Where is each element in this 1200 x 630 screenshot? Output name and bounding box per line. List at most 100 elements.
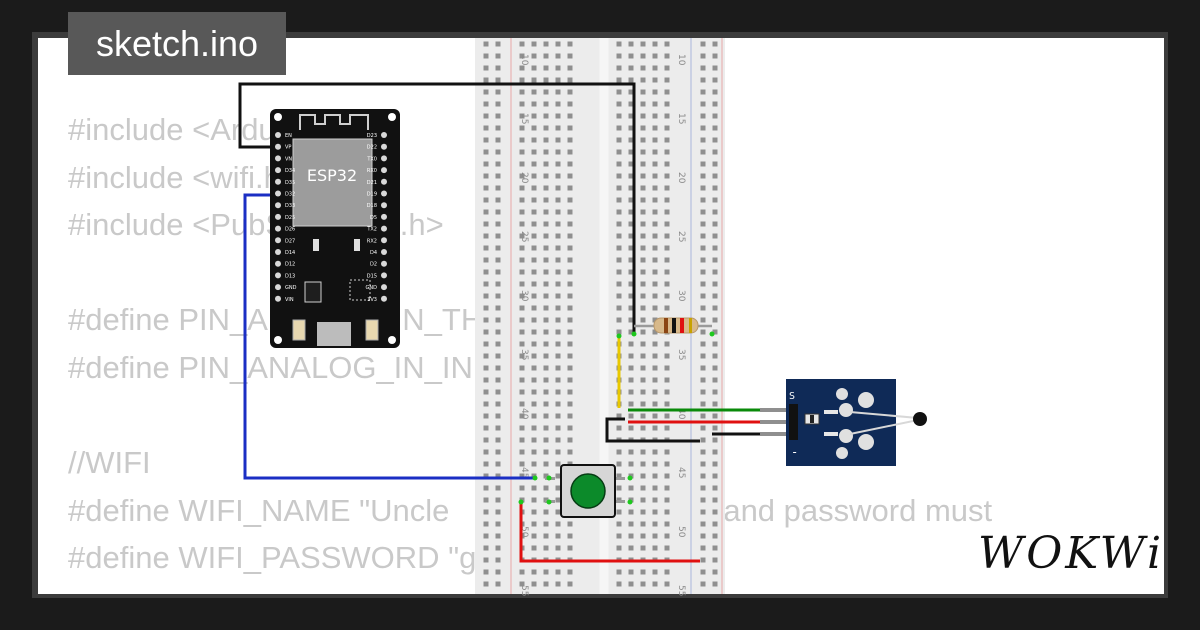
- esp32-pin-label: EN: [285, 133, 292, 139]
- thermistor-bead: [913, 412, 927, 426]
- sensor-mount-hole: [836, 388, 848, 400]
- row-number-right: 10: [676, 54, 686, 66]
- esp32-pin[interactable]: [275, 295, 281, 302]
- esp32-usb-port: [317, 322, 351, 346]
- row-number-left: 15: [519, 113, 529, 124]
- wire-endpoint: [616, 333, 622, 339]
- code-line: #define WIFI_TIMEOUT 100: [68, 582, 992, 594]
- esp32-pin[interactable]: [275, 272, 281, 279]
- esp32-pin-label: D2: [370, 262, 377, 268]
- row-number-left: 30: [519, 290, 529, 302]
- row-number-right: 15: [676, 113, 686, 124]
- esp32-pin[interactable]: [275, 132, 281, 138]
- esp32-pin-label: D13: [285, 273, 295, 279]
- esp32-pin[interactable]: [381, 295, 387, 302]
- esp32-pin[interactable]: [381, 260, 387, 267]
- esp32-pin[interactable]: [275, 213, 281, 220]
- esp32-pin-label: D26: [285, 227, 295, 233]
- resistor-band: [689, 318, 692, 333]
- esp32-board[interactable]: ESP32 ENVPVND34D35D32D33D25D26D27D14D12D…: [270, 109, 400, 348]
- esp32-pin-label: GND: [366, 285, 378, 291]
- temperature-sensor[interactable]: S -: [760, 379, 927, 466]
- wire-blue[interactable]: [243, 193, 535, 480]
- code-line: #define PIN_ANALOG_IN_IN: [68, 349, 473, 385]
- wire-black-gnd[interactable]: [605, 417, 700, 443]
- esp32-pin[interactable]: [381, 132, 387, 138]
- esp32-pin[interactable]: [381, 167, 387, 174]
- esp32-pin[interactable]: [275, 178, 281, 185]
- esp32-pin[interactable]: [381, 284, 387, 291]
- esp32-pin[interactable]: [275, 237, 281, 244]
- esp32-pin[interactable]: [381, 225, 387, 232]
- button-pin-dot: [627, 475, 633, 481]
- esp32-pin[interactable]: [381, 143, 387, 150]
- esp32-antenna: [299, 114, 369, 130]
- esp32-pin[interactable]: [381, 178, 387, 185]
- row-number-right: 40: [676, 408, 686, 420]
- esp32-pin-label: D27: [285, 238, 295, 244]
- row-number-right: 20: [676, 172, 686, 184]
- esp32-pin[interactable]: [381, 190, 387, 197]
- esp32-pin[interactable]: [275, 190, 281, 197]
- esp32-pin[interactable]: [275, 225, 281, 232]
- sensor-pin: [760, 432, 790, 436]
- esp32-pin-label: VP: [285, 145, 291, 151]
- row-number-right: 45: [676, 467, 686, 478]
- wires[interactable]: [238, 82, 760, 563]
- esp32-en-button[interactable]: [365, 319, 379, 341]
- esp32-module-shield: [292, 138, 373, 227]
- button-cap[interactable]: [570, 473, 606, 509]
- sensor-mount-hole: [858, 392, 874, 408]
- esp32-pin-label: RX0: [367, 168, 377, 174]
- esp32-mount-hole: [274, 113, 282, 121]
- esp32-pin[interactable]: [275, 284, 281, 291]
- row-number-left: 55: [519, 585, 529, 596]
- esp32-pin[interactable]: [275, 249, 281, 255]
- esp32-boot-button[interactable]: [292, 319, 306, 341]
- sensor-label-minus: -: [791, 445, 798, 459]
- sensor-mount-hole: [836, 447, 848, 459]
- row-number-left: 45: [519, 467, 529, 478]
- esp32-pin[interactable]: [275, 260, 281, 267]
- row-number-left: 50: [519, 526, 529, 538]
- esp32-pin[interactable]: [275, 143, 281, 150]
- esp32-pin[interactable]: [381, 155, 387, 162]
- esp32-pin[interactable]: [381, 249, 387, 255]
- pushbutton[interactable]: [545, 464, 633, 518]
- esp32-pin[interactable]: [275, 202, 281, 209]
- row-number-left: 20: [519, 172, 529, 184]
- esp32-pin-label: D22: [367, 145, 377, 151]
- esp32-pin[interactable]: [381, 213, 387, 220]
- button-pin-dot: [546, 499, 552, 505]
- esp32-usb-chip: [349, 279, 371, 301]
- esp32-pin[interactable]: [275, 155, 281, 162]
- sensor-header: [789, 404, 798, 440]
- sensor-pad: [839, 403, 853, 417]
- sensor-pin: [760, 420, 790, 424]
- esp32-pin-label: D14: [285, 250, 295, 256]
- esp32-pin[interactable]: [381, 237, 387, 244]
- button-pin-dot: [627, 499, 633, 505]
- row-number-right: 30: [676, 290, 686, 302]
- esp32-pin[interactable]: [381, 272, 387, 279]
- sensor-resistor-mark: [810, 415, 814, 423]
- esp32-pin[interactable]: [275, 167, 281, 174]
- esp32-pin[interactable]: [381, 202, 387, 209]
- sensor-trace: [824, 410, 838, 414]
- wire-red-bottom[interactable]: [519, 502, 700, 563]
- esp32-pin-label: TX0: [366, 156, 377, 162]
- sensor-label-s: S: [789, 391, 795, 402]
- esp32-component: [354, 239, 360, 251]
- file-title[interactable]: sketch.ino: [68, 12, 286, 75]
- esp32-pin-label: D12: [285, 262, 295, 268]
- esp32-pin-label: RX2: [367, 238, 377, 244]
- resistor[interactable]: [634, 317, 712, 334]
- row-number-left: 35: [519, 349, 529, 360]
- esp32-pin-label: TX2: [366, 227, 377, 233]
- wire-black-top[interactable]: [238, 82, 636, 334]
- esp32-pin-label: VIN: [285, 297, 294, 303]
- esp32-pin-label: 3V3: [367, 297, 377, 303]
- code-line: //WIFI: [68, 445, 151, 481]
- resistor-band: [672, 318, 676, 333]
